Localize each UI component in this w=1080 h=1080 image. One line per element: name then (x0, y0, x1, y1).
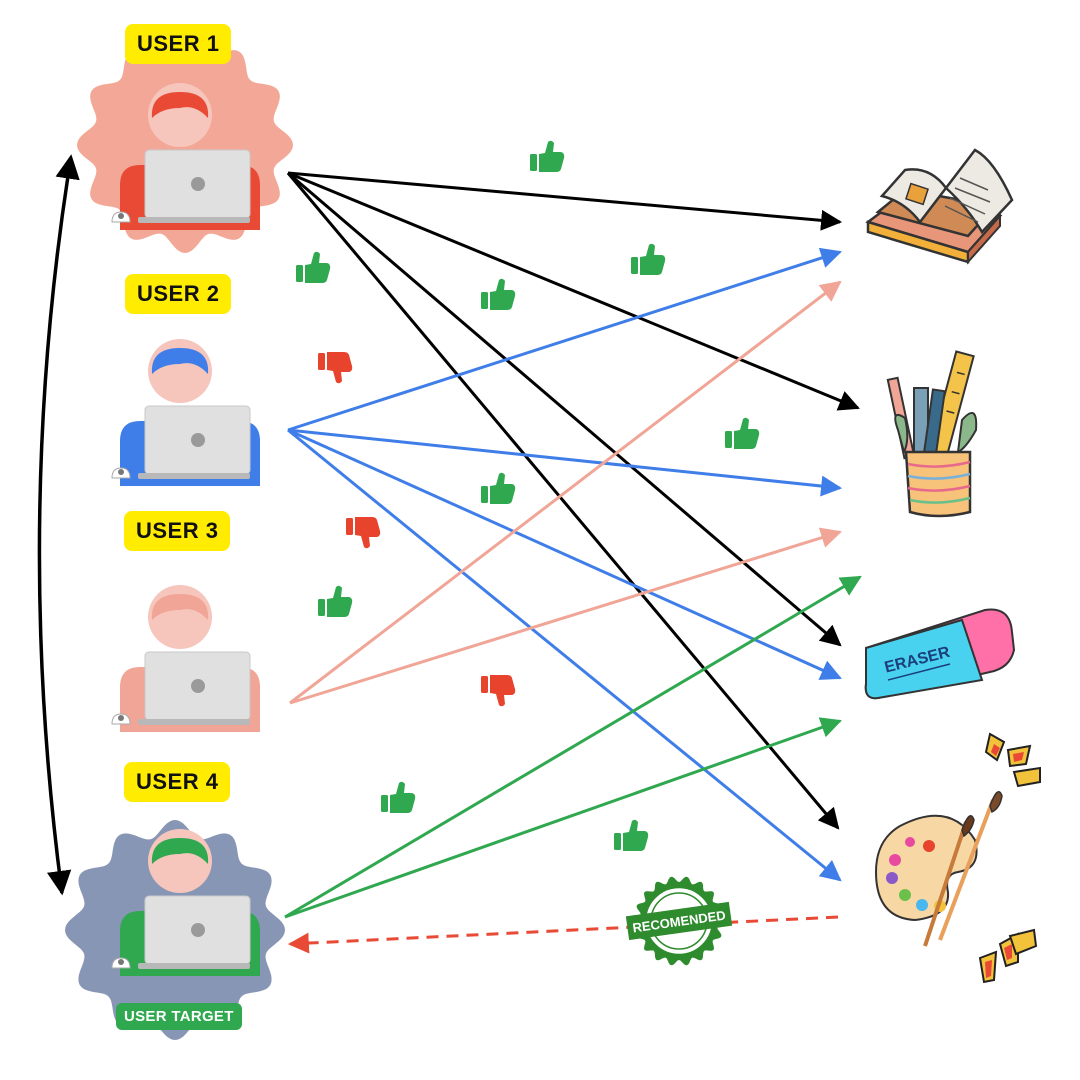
recommended-stamp: RECOMENDED (625, 876, 733, 966)
thumb-down-icon (318, 352, 353, 384)
thumb-up-icon (481, 472, 516, 504)
edge-user1-books (287, 171, 843, 231)
edges (37, 154, 862, 954)
user-2-hair (151, 348, 209, 374)
edge-user4-eraser (284, 717, 842, 919)
edge-user2-pencil-cup (287, 428, 843, 497)
ratings (296, 140, 760, 851)
user-3-hair (151, 594, 209, 620)
edge-user4-pencil-cup (284, 575, 862, 919)
eraser-icon: ERASER (864, 608, 1016, 700)
thumb-up-icon (318, 585, 353, 617)
user-4-label: USER 4 (124, 762, 231, 802)
edge-user2-palette (287, 428, 842, 882)
user-2-label: USER 2 (125, 274, 232, 314)
edge-user1-pencil-cup (287, 171, 860, 411)
thumb-up-icon (530, 140, 565, 172)
edge-user1-eraser (287, 171, 842, 647)
user-3-label: USER 3 (124, 511, 231, 551)
edge-user1-palette (286, 172, 840, 830)
pencil-cup-icon (886, 350, 978, 518)
edge-user3-books (289, 280, 842, 705)
edge-user2-books (287, 247, 842, 432)
thumb-down-icon (481, 675, 516, 707)
books-icon (865, 148, 1014, 265)
thumb-down-icon (346, 517, 381, 549)
similarity-arrow (37, 154, 80, 896)
thumb-up-icon (481, 278, 516, 310)
edge-user2-eraser (287, 428, 842, 680)
thumb-up-icon (631, 243, 666, 275)
user-1-hair (151, 92, 209, 118)
edge-user3-pencil-cup (289, 527, 843, 705)
edge-recommendation (287, 915, 839, 954)
thumb-up-icon (614, 819, 649, 851)
user-target-badge: USER TARGET (116, 1003, 242, 1030)
thumb-up-icon (296, 251, 331, 283)
user-4-hair (151, 838, 209, 864)
thumb-up-icon (725, 417, 760, 449)
user-1-label: USER 1 (125, 24, 232, 64)
thumb-up-icon (381, 781, 416, 813)
palette-icon (874, 732, 1041, 984)
